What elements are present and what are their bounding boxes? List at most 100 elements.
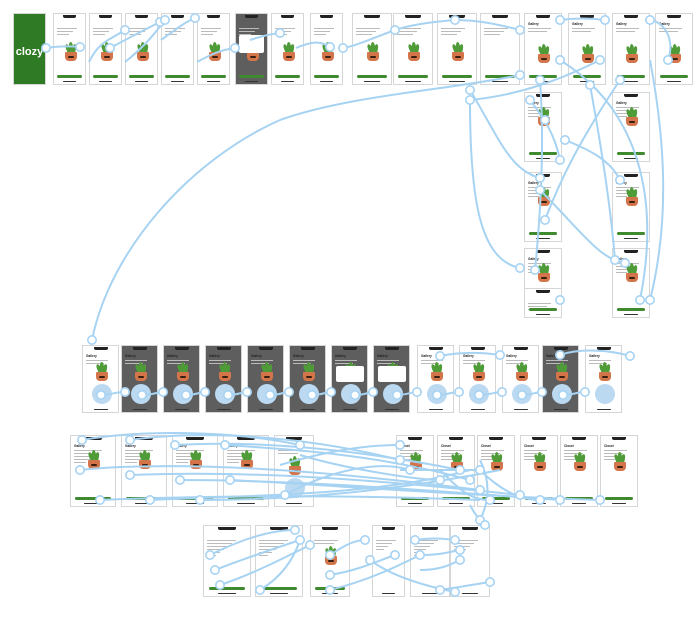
status-notch xyxy=(405,15,421,18)
primary-button[interactable] xyxy=(356,75,388,78)
primary-button[interactable] xyxy=(604,497,634,500)
camera-screen-1[interactable]: Gallery xyxy=(82,345,119,413)
primary-button[interactable] xyxy=(275,75,300,78)
connector-line xyxy=(174,442,461,471)
primary-button[interactable] xyxy=(397,75,429,78)
text-line xyxy=(528,193,543,195)
screen-title: Gallery xyxy=(125,354,136,358)
settings-grid-screen-1[interactable] xyxy=(203,525,251,597)
text-line xyxy=(259,549,276,551)
screen-title: Closet xyxy=(481,444,491,448)
splash-screen[interactable]: clozy xyxy=(13,13,46,85)
camera-screen-4[interactable]: Gallery xyxy=(205,345,242,413)
setup-screen-1[interactable] xyxy=(352,13,392,85)
text-line xyxy=(207,549,224,551)
connector-node xyxy=(264,389,275,400)
gallery-screen-3[interactable]: Gallery xyxy=(612,13,650,85)
primary-button[interactable] xyxy=(165,75,190,78)
primary-button[interactable] xyxy=(239,75,264,78)
onboarding-screen-4[interactable] xyxy=(161,13,194,85)
connector-node xyxy=(431,389,442,400)
primary-button[interactable] xyxy=(260,587,298,590)
text-line xyxy=(227,462,239,464)
camera-screen-8[interactable]: Gallery xyxy=(373,345,410,413)
text-line xyxy=(604,456,619,458)
connector-node xyxy=(289,524,300,535)
text-line xyxy=(125,456,145,458)
plant-card-screen-3[interactable]: Gallery xyxy=(172,435,218,507)
primary-button[interactable] xyxy=(441,75,473,78)
plant-face-icon xyxy=(433,376,440,378)
primary-button[interactable] xyxy=(616,308,646,311)
closet-screen-6[interactable]: Closet xyxy=(600,435,638,507)
primary-button[interactable] xyxy=(57,75,82,78)
primary-button[interactable] xyxy=(528,232,558,235)
connector-node xyxy=(190,13,201,23)
gallery-detail-b-1[interactable]: Gallery xyxy=(612,92,650,162)
home-indicator xyxy=(623,238,639,239)
home-indicator xyxy=(571,503,587,504)
primary-button[interactable] xyxy=(208,587,246,590)
primary-button[interactable] xyxy=(201,75,226,78)
text-line xyxy=(239,31,255,33)
setup-screen-3[interactable] xyxy=(437,13,477,85)
home-indicator xyxy=(492,81,508,82)
primary-button[interactable] xyxy=(572,75,602,78)
settings-list-screen[interactable] xyxy=(372,525,405,597)
status-notch xyxy=(281,15,294,18)
primary-button[interactable] xyxy=(528,152,558,155)
camera-screen-5[interactable]: Gallery xyxy=(247,345,284,413)
text-line xyxy=(616,28,639,30)
gallery-detail-b-3[interactable]: Gallery xyxy=(612,248,650,318)
camera-screen-13[interactable]: Gallery xyxy=(585,345,622,413)
gallery-detail-a-4[interactable] xyxy=(524,288,562,318)
primary-button[interactable] xyxy=(314,75,339,78)
text-line xyxy=(414,540,438,542)
camera-shutter-icon[interactable] xyxy=(594,384,615,404)
primary-button[interactable] xyxy=(484,75,516,78)
closet-screen-5[interactable]: Closet xyxy=(560,435,598,507)
gallery-screen-4[interactable]: Gallery xyxy=(655,13,693,85)
text-line xyxy=(209,363,228,365)
status-notch xyxy=(596,347,611,350)
primary-button[interactable] xyxy=(129,75,154,78)
primary-button[interactable] xyxy=(616,75,646,78)
primary-button[interactable] xyxy=(528,308,558,311)
connector-node xyxy=(75,41,86,52)
setup-screen-4[interactable] xyxy=(480,13,520,85)
text-line xyxy=(259,555,268,557)
camera-screen-6[interactable]: Gallery xyxy=(289,345,326,413)
status-notch xyxy=(207,15,220,18)
text-line xyxy=(524,459,535,461)
gallery-screen-1[interactable]: Gallery xyxy=(524,13,562,85)
text-line xyxy=(616,116,627,118)
connector-node xyxy=(337,42,348,53)
text-line xyxy=(528,31,547,33)
onboarding-screen-3[interactable] xyxy=(125,13,158,85)
screen-title: Gallery xyxy=(209,354,220,358)
connector-line xyxy=(559,349,631,357)
primary-button[interactable] xyxy=(75,497,111,500)
plant-face-icon xyxy=(558,376,565,378)
onboarding-screen-5[interactable] xyxy=(197,13,230,85)
primary-button[interactable] xyxy=(93,75,118,78)
connector-node xyxy=(594,54,605,65)
camera-screen-10[interactable]: Gallery xyxy=(459,345,496,413)
connector-node xyxy=(158,386,169,397)
text-line xyxy=(564,456,579,458)
text-line xyxy=(356,31,376,33)
plant-face-icon xyxy=(475,376,482,378)
primary-button[interactable] xyxy=(659,75,689,78)
connector-node xyxy=(367,386,378,397)
camera-screen-11[interactable]: Gallery xyxy=(502,345,539,413)
text-line xyxy=(129,28,149,30)
primary-button[interactable] xyxy=(616,232,646,235)
text-line xyxy=(524,456,539,458)
primary-button[interactable] xyxy=(481,497,511,500)
status-notch xyxy=(623,94,639,97)
primary-button[interactable] xyxy=(616,152,646,155)
connector-line xyxy=(529,99,561,161)
connector-node xyxy=(434,584,445,595)
plant-face-icon xyxy=(585,58,591,60)
onboarding-screen-7[interactable] xyxy=(271,13,304,85)
